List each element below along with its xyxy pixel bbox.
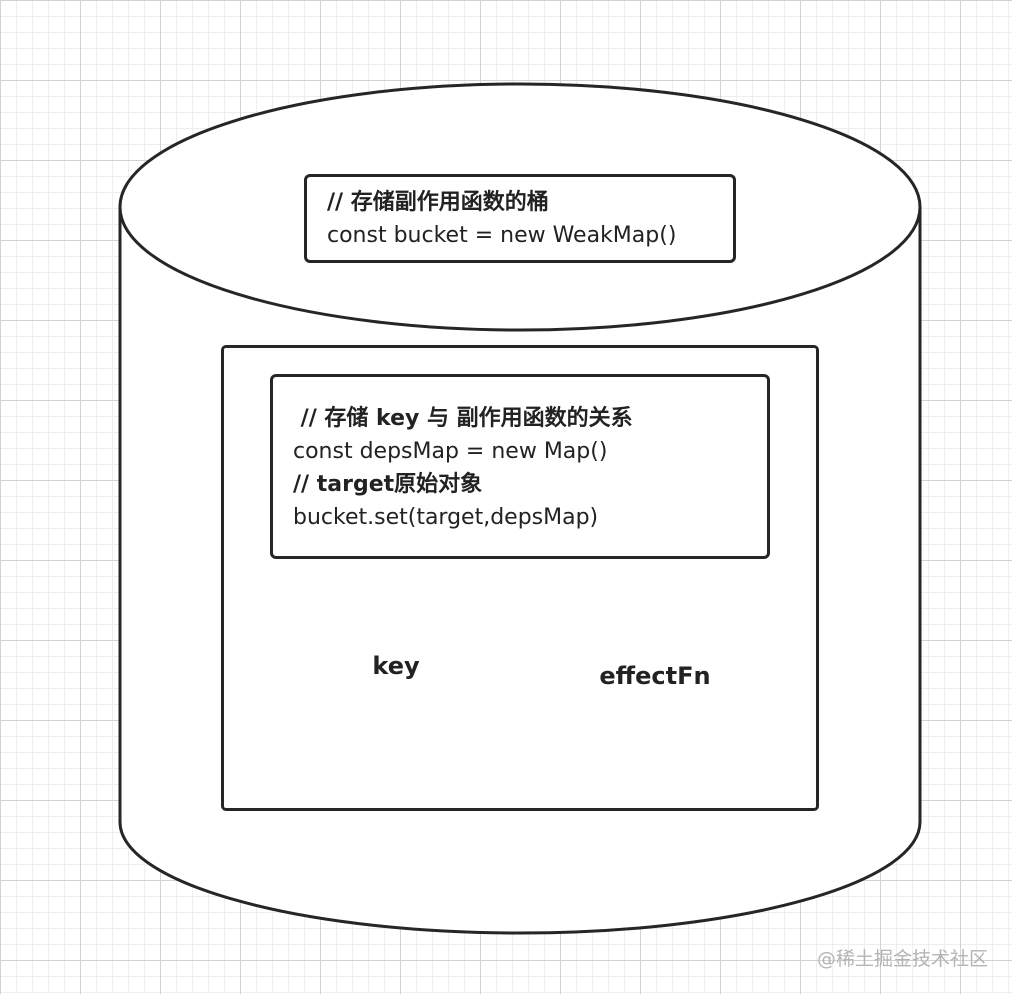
bucket-code-box: // 存储副作用函数的桶 const bucket = new WeakMap(… [304,174,736,263]
bucket-set-code: bucket.set(target,depsMap) [293,505,599,530]
target-comment: // target原始对象 [293,472,483,497]
watermark: @稀土掘金技术社区 [816,948,988,970]
depsmap-code-box: // 存储 key 与 副作用函数的关系 const depsMap = new… [270,374,770,559]
depsmap-code: const depsMap = new Map() [293,439,608,464]
key-label: key [372,652,420,680]
bucket-code: const bucket = new WeakMap() [327,223,677,248]
depsmap-comment: // 存储 key 与 副作用函数的关系 [293,406,633,431]
bucket-comment: // 存储副作用函数的桶 [327,190,549,215]
effectfn-label: effectFn [599,662,711,690]
